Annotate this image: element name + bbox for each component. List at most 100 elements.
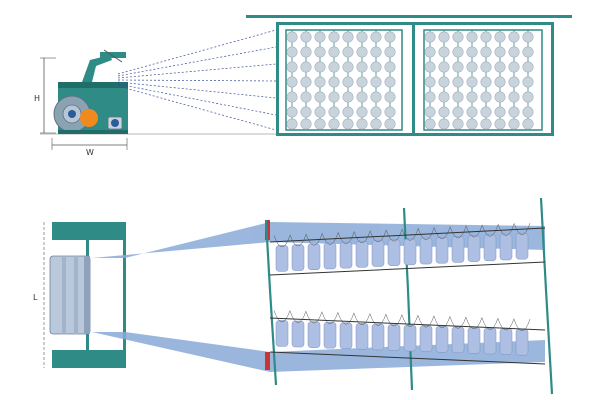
bobbin [424,106,436,118]
thread-arc [321,232,339,245]
thread-arc [401,315,419,327]
warping-machine-plan [49,222,126,368]
bobbin [452,46,464,58]
bobbin-plan [355,323,369,350]
warp-beam-plan [49,255,91,335]
bobbin [356,76,368,88]
plan-view: L [33,197,554,395]
bobbin [438,61,450,73]
bobbin [438,91,450,103]
bobbin [438,118,450,130]
height-label: H [34,94,40,103]
thread-arc [289,234,307,247]
thread-arc [369,313,387,326]
thread-arc [385,229,403,242]
width-dimension: W [51,138,128,157]
bobbin [480,46,492,58]
thread-arc [337,312,355,325]
bobbin [466,31,478,43]
bobbin-plan [307,243,321,271]
bobbin [342,31,354,43]
bobbin-plan [371,323,385,351]
bobbin-plan [419,325,433,352]
bobbin [480,91,492,103]
bobbin [342,118,354,130]
bobbin [300,91,312,103]
bobbin [480,106,492,118]
bobbin [452,31,464,43]
bobbin [424,46,436,58]
thread-arc [305,311,323,324]
side-elevation-view: H W [34,15,572,157]
bobbin [438,106,450,118]
bobbin [342,91,354,103]
bobbin [452,61,464,73]
bobbin [286,91,298,103]
bobbin [328,76,340,88]
bobbin [328,106,340,118]
bobbin [494,31,506,43]
thread-arc [273,310,291,323]
bobbin [480,118,492,130]
bobbin [314,61,326,73]
bobbin-plan [499,328,513,355]
bobbin-plan [515,328,529,356]
bobbin [342,106,354,118]
bobbin [356,31,368,43]
bobbin [286,31,298,43]
bobbin [438,31,450,43]
bobbin [480,31,492,43]
bobbin-plan [387,324,401,351]
bobbin-plan [499,233,513,261]
bobbin [494,76,506,88]
bobbin [466,61,478,73]
thread-arc [369,230,387,243]
bobbin [328,118,340,130]
bobbin [356,46,368,58]
bobbin [480,61,492,73]
bobbin [522,31,534,43]
bobbin [314,106,326,118]
bobbin [424,118,436,130]
bobbin [384,118,396,130]
bobbin [370,106,382,118]
bobbin [328,61,340,73]
bobbin [508,46,520,58]
bobbin [384,76,396,88]
thread-arc [481,317,499,330]
bobbin [508,106,520,118]
thread-arc [513,223,531,235]
bobbin [300,118,312,130]
thread-arc [497,318,515,331]
bobbin [300,76,312,88]
thread-arc [449,316,467,329]
bobbin [384,31,396,43]
bobbin [494,118,506,130]
bobbin [494,91,506,103]
bobbin [314,91,326,103]
bobbin [356,118,368,130]
bobbin [494,46,506,58]
bobbin [522,91,534,103]
bobbin [522,46,534,58]
creel-bobbins-plan [273,223,531,356]
bobbin [342,61,354,73]
bobbin-plan [323,321,337,349]
bobbin [452,106,464,118]
thread-arc [433,316,451,329]
bobbin [508,76,520,88]
bobbin [286,76,298,88]
bobbin-plan [451,326,465,354]
bobbin [314,31,326,43]
bobbin [424,91,436,103]
bobbin [286,46,298,58]
bobbin [466,118,478,130]
red-guide-bottom [265,352,270,370]
bobbin [342,76,354,88]
bobbin [508,31,520,43]
thread-arc [481,224,499,237]
bobbin-plan [467,327,481,354]
bobbin [314,118,326,130]
bobbin [424,61,436,73]
thread-arc [385,314,403,327]
